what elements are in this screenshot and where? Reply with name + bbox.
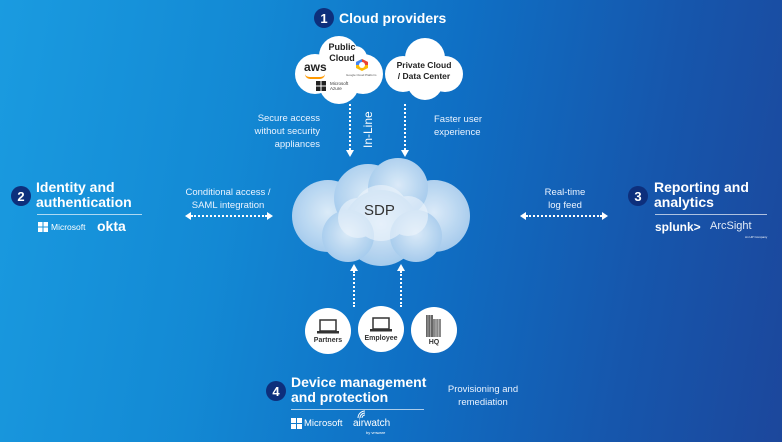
gcp-hexagon-icon xyxy=(356,59,368,71)
arrow-left-icon xyxy=(185,212,191,220)
section-badge-3: 3 xyxy=(628,186,648,206)
in-line-label: In-Line xyxy=(361,111,375,148)
cloud-providers-heading: Cloud providers xyxy=(339,10,447,26)
sdp-label: SDP xyxy=(364,202,395,219)
endpoint-partners: Partners xyxy=(305,308,351,354)
microsoft-icon xyxy=(291,418,302,429)
device-divider xyxy=(291,409,424,410)
endpoint-hq: HQ xyxy=(411,307,457,353)
arrow-up-icon xyxy=(350,264,358,271)
arrow-right-icon xyxy=(267,212,273,220)
splunk-logo: splunk> xyxy=(655,220,701,234)
arcsight-logo: ArcSight xyxy=(710,220,752,232)
private-cloud-shape xyxy=(385,38,463,100)
identity-divider xyxy=(37,214,142,215)
section-badge-2: 2 xyxy=(11,186,31,206)
public-to-sdp-link xyxy=(349,104,351,150)
identity-to-sdp-link xyxy=(191,215,267,217)
vmware-sub: by vmware xyxy=(366,430,386,435)
aws-smile-icon xyxy=(305,74,325,79)
laptop-icon xyxy=(370,316,392,331)
microsoft-logo: Microsoft xyxy=(304,418,343,429)
wifi-icon xyxy=(357,410,366,419)
conditional-access-label: Conditional access /SAML integration xyxy=(185,187,271,211)
microsoft-icon xyxy=(38,222,48,232)
arrow-right-icon xyxy=(602,212,608,220)
arrow-up-icon xyxy=(397,264,405,271)
sdp-to-reporting-link xyxy=(526,215,602,217)
section-badge-1: 1 xyxy=(314,8,334,28)
laptop-icon xyxy=(317,318,339,333)
gcp-logo-text: Google Cloud Platform xyxy=(346,73,377,77)
aws-logo: aws xyxy=(304,60,327,74)
arrow-down-icon xyxy=(401,150,409,157)
arrow-down-icon xyxy=(346,150,354,157)
airwatch-logo: airwatch xyxy=(353,418,391,429)
microsoft-logo: Microsoft xyxy=(51,222,86,232)
private-to-sdp-link xyxy=(404,104,406,150)
employee-to-sdp-link xyxy=(400,271,402,307)
windows-icon xyxy=(316,81,326,91)
okta-logo: okta xyxy=(97,218,126,234)
arrow-left-icon xyxy=(520,212,526,220)
section-badge-4: 4 xyxy=(266,381,286,401)
private-cloud-title: Private Cloud/ Data Center xyxy=(396,60,452,81)
endpoint-employee: Employee xyxy=(358,306,404,352)
building-icon xyxy=(426,314,441,337)
partners-to-sdp-link xyxy=(353,271,355,307)
arcsight-sub: An HP Company xyxy=(745,235,768,239)
reporting-divider xyxy=(655,214,767,215)
sdp-cloud-shape xyxy=(292,158,470,266)
